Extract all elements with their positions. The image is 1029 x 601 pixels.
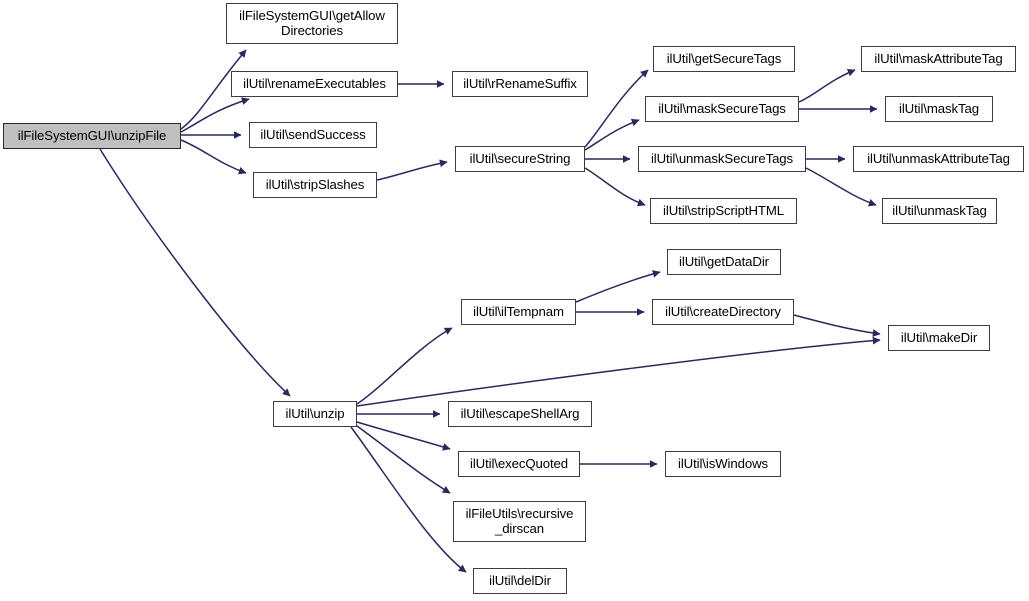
node-unzip[interactable]: ilUtil\unzip (273, 401, 357, 427)
node-stripScriptHTML[interactable]: ilUtil\stripScriptHTML (650, 198, 797, 224)
node-label-sendSuccess: ilUtil\sendSuccess (260, 126, 366, 142)
node-execQuoted[interactable]: ilUtil\execQuoted (458, 451, 580, 477)
node-isWindows[interactable]: ilUtil\isWindows (665, 451, 781, 477)
node-label-rRenameSuffix: ilUtil\rRenameSuffix (463, 75, 577, 91)
node-label-maskTag: ilUtil\maskTag (899, 100, 979, 116)
node-getSecureTags[interactable]: ilUtil\getSecureTags (653, 46, 795, 72)
node-createDirectory[interactable]: ilUtil\createDirectory (652, 299, 794, 325)
node-label-stripSlashes: ilUtil\stripSlashes (265, 176, 365, 192)
node-recursive_dirscan[interactable]: ilFileUtils\recursive _dirscan (453, 501, 586, 542)
node-label-makeDir: ilUtil\makeDir (900, 329, 978, 345)
node-delDir[interactable]: ilUtil\delDir (473, 568, 567, 594)
node-label-execQuoted: ilUtil\execQuoted (470, 455, 568, 471)
node-escapeShellArg[interactable]: ilUtil\escapeShellArg (448, 401, 592, 427)
node-maskSecureTags[interactable]: ilUtil\maskSecureTags (645, 96, 799, 122)
edge-unzip-to-makeDir (356, 336, 881, 407)
node-label-unmaskTag: ilUtil\unmaskTag (892, 202, 987, 218)
node-label-createDirectory: ilUtil\createDirectory (665, 303, 781, 319)
node-maskAttributeTag[interactable]: ilUtil\maskAttributeTag (861, 46, 1016, 72)
node-label-getAllowDirectories: ilFileSystemGUI\getAllow Directories (239, 8, 385, 38)
node-label-secureString: ilUtil\secureString (469, 150, 571, 166)
node-unmaskTag[interactable]: ilUtil\unmaskTag (882, 198, 997, 224)
node-stripSlashes[interactable]: ilUtil\stripSlashes (253, 172, 377, 198)
node-getDataDir[interactable]: ilUtil\getDataDir (667, 249, 781, 275)
node-label-stripScriptHTML: ilUtil\stripScriptHTML (663, 202, 784, 218)
node-sendSuccess[interactable]: ilUtil\sendSuccess (249, 122, 377, 148)
node-label-isWindows: ilUtil\isWindows (678, 455, 768, 471)
node-maskTag[interactable]: ilUtil\maskTag (885, 96, 993, 122)
node-label-maskAttributeTag: ilUtil\maskAttributeTag (874, 50, 1003, 66)
node-label-getSecureTags: ilUtil\getSecureTags (666, 50, 782, 66)
node-secureString[interactable]: ilUtil\secureString (455, 146, 585, 172)
node-unmaskAttributeTag[interactable]: ilUtil\unmaskAttributeTag (853, 146, 1024, 172)
node-unzipFile[interactable]: ilFileSystemGUI\unzipFile (3, 123, 181, 149)
edge-secureString-to-maskSecureTags (584, 118, 640, 151)
node-label-ilTempnam: ilUtil\ilTempnam (473, 303, 564, 319)
node-ilTempnam[interactable]: ilUtil\ilTempnam (461, 299, 576, 325)
node-renameExecutables[interactable]: ilUtil\renameExecutables (231, 71, 398, 97)
edge-unzip-to-delDir (350, 426, 467, 573)
edge-secureString-to-getSecureTags (584, 69, 649, 148)
edge-unzip-to-execQuoted (356, 421, 451, 451)
node-unmaskSecureTags[interactable]: ilUtil\unmaskSecureTags (638, 146, 806, 172)
node-label-unzip: ilUtil\unzip (285, 405, 345, 421)
edge-createDirectory-to-makeDir (793, 314, 881, 337)
node-label-maskSecureTags: ilUtil\maskSecureTags (658, 100, 786, 116)
node-getAllowDirectories[interactable]: ilFileSystemGUI\getAllow Directories (226, 3, 398, 44)
node-label-getDataDir: ilUtil\getDataDir (679, 253, 769, 269)
node-label-recursive_dirscan: ilFileUtils\recursive _dirscan (465, 506, 574, 536)
edge-ilTempnam-to-getDataDir (575, 270, 661, 303)
node-rRenameSuffix[interactable]: ilUtil\rRenameSuffix (452, 71, 588, 97)
node-makeDir[interactable]: ilUtil\makeDir (888, 325, 990, 351)
node-label-unmaskAttributeTag: ilUtil\unmaskAttributeTag (867, 150, 1010, 166)
edge-secureString-to-stripScriptHTML (584, 167, 646, 207)
node-label-renameExecutables: ilUtil\renameExecutables (243, 75, 386, 91)
node-label-escapeShellArg: ilUtil\escapeShellArg (460, 405, 580, 421)
edge-unzipFile-to-renameExecutables (180, 97, 250, 133)
edge-maskSecureTags-to-maskAttributeTag (798, 69, 856, 103)
node-label-unmaskSecureTags: ilUtil\unmaskSecureTags (650, 150, 794, 166)
edge-unzip-to-ilTempnam (356, 327, 453, 405)
edge-unzip-to-recursive_dirscan (356, 425, 451, 494)
edge-unmaskSecureTags-to-unmaskTag (805, 167, 877, 207)
edge-stripSlashes-to-secureString (376, 159, 448, 181)
node-label-unzipFile: ilFileSystemGUI\unzipFile (17, 127, 167, 143)
edge-unzipFile-to-stripSlashes (180, 139, 247, 175)
node-label-delDir: ilUtil\delDir (489, 572, 551, 588)
